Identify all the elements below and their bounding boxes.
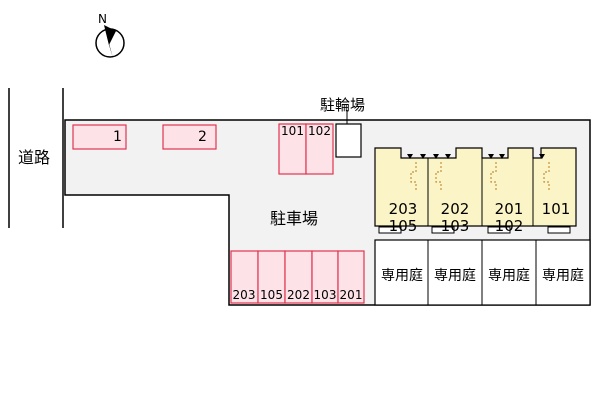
- parking-slot-102: [305, 123, 334, 175]
- parking-slot-label: 1: [113, 129, 122, 145]
- unit-number-lower: 105: [388, 217, 418, 235]
- compass-north-label: N: [98, 12, 107, 26]
- parking-slot-label: 105: [260, 288, 283, 302]
- entrance-markers: [407, 154, 545, 159]
- parking-slot-label: 202: [287, 288, 310, 302]
- garden-dividers: [427, 240, 537, 305]
- parking-slot-label: 103: [313, 288, 337, 302]
- bicycle-parking-box: [335, 123, 362, 158]
- unit-label: 201 102: [484, 201, 534, 235]
- road-label: 道路: [18, 148, 51, 167]
- bottom-parking-slots: [230, 250, 365, 304]
- unit-label: 101: [534, 201, 578, 218]
- garden-step-stones: [378, 226, 571, 234]
- private-garden-label: 専用庭: [542, 268, 584, 284]
- parking-slot-1: [72, 124, 127, 150]
- unit-dividers: [427, 158, 534, 226]
- private-garden-label: 専用庭: [381, 268, 423, 284]
- parking-slot: [337, 250, 365, 304]
- unit-label: 202 103: [430, 201, 480, 235]
- unit-number-upper: 201: [494, 200, 524, 218]
- parking-slot: [311, 250, 339, 304]
- unit-number-upper: 202: [440, 200, 470, 218]
- parking-slot-label: 102: [308, 124, 331, 138]
- parking-slot-label: 2: [198, 129, 207, 145]
- north-compass-icon: [95, 25, 125, 58]
- unit-number-lower: 102: [494, 217, 524, 235]
- private-garden-label: 専用庭: [434, 268, 476, 284]
- unit-number-upper: 101: [541, 200, 571, 218]
- parking-slot-2: [162, 124, 217, 150]
- stair-dashes: [410, 162, 550, 192]
- unit-label: 203 105: [378, 201, 428, 235]
- parking-slot: [284, 250, 313, 304]
- private-garden-label: 専用庭: [488, 268, 530, 284]
- parking-slot-label: 201: [339, 288, 363, 302]
- bicycle-parking-label: 駐輪場: [320, 96, 366, 114]
- parking-slot-label: 101: [281, 124, 304, 138]
- apartment-building: [374, 147, 577, 227]
- car-park-label: 駐車場: [270, 209, 319, 228]
- unit-number-lower: 103: [440, 217, 470, 235]
- unit-number-upper: 203: [388, 200, 418, 218]
- parking-slot-label: 203: [232, 288, 256, 302]
